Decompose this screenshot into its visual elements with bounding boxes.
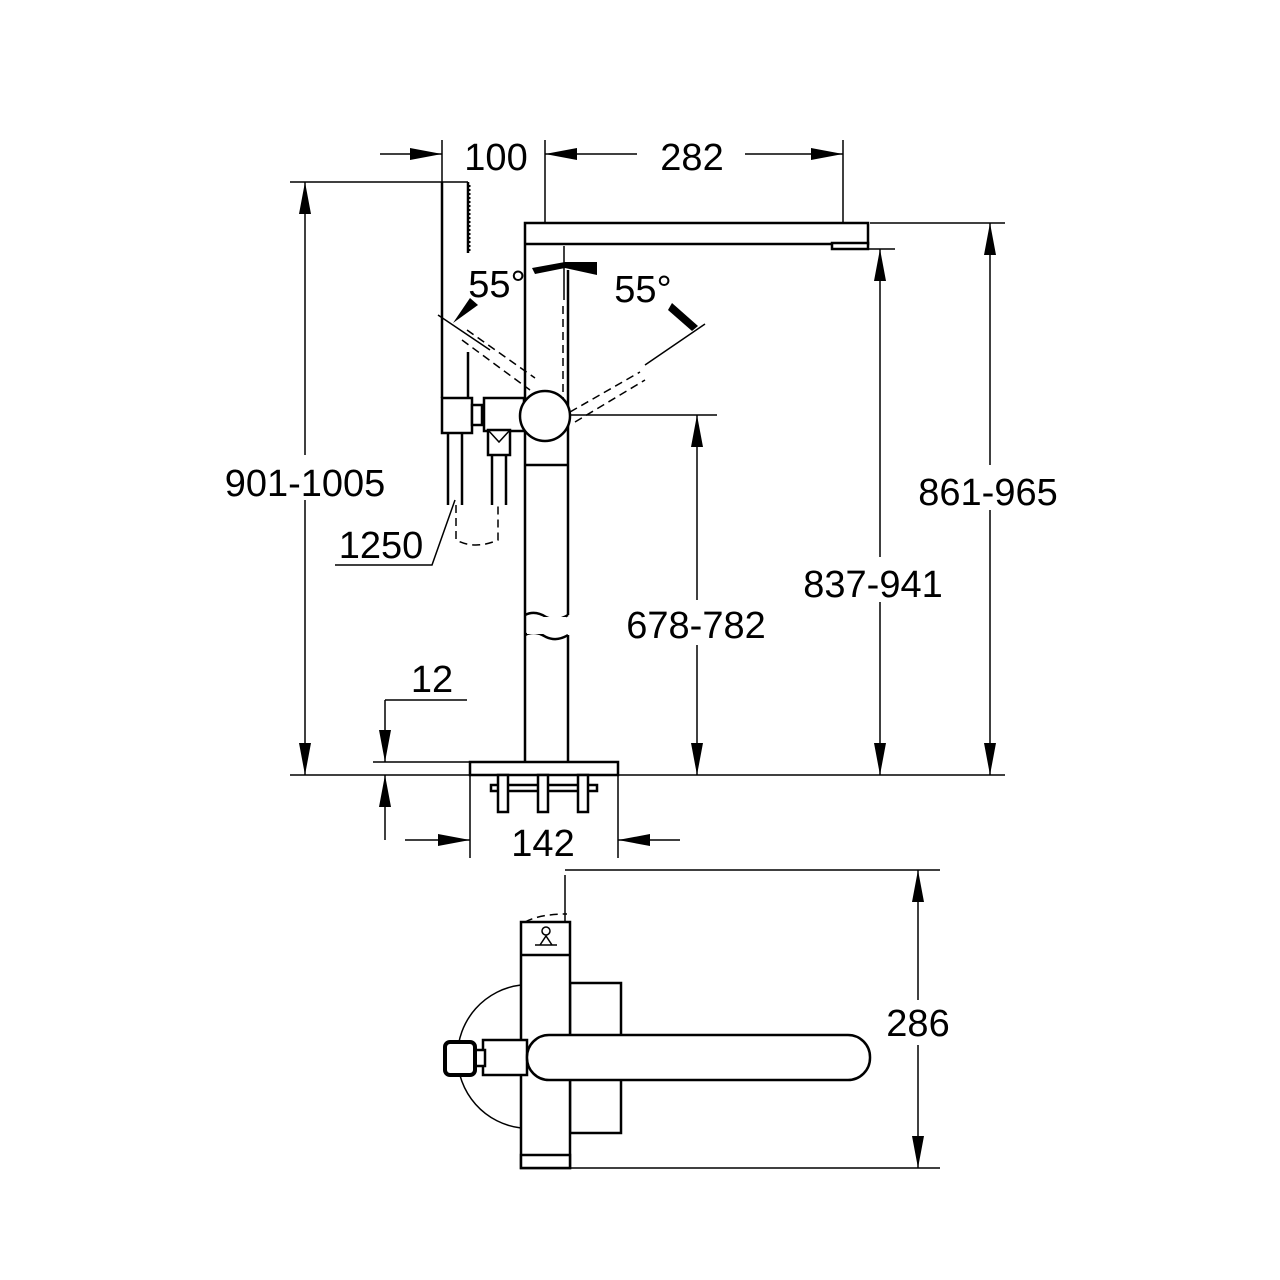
dim-depth: 286 bbox=[565, 869, 958, 1169]
dim-label-286: 286 bbox=[886, 1003, 949, 1045]
dim-spout-top-height: 861-965 bbox=[870, 222, 1070, 775]
dim-label-142: 142 bbox=[511, 823, 574, 865]
side-view: 100 282 901-1005 861-965 bbox=[210, 137, 1070, 865]
dim-spout-projection: 282 bbox=[544, 137, 844, 222]
dim-label-901-1005: 901-1005 bbox=[225, 463, 386, 505]
dim-base-width: 142 bbox=[405, 823, 680, 865]
top-view: 286 bbox=[443, 869, 958, 1170]
lever-handle bbox=[437, 314, 717, 443]
dim-lever-angles: 55° 55° bbox=[453, 262, 698, 331]
dim-label-282: 282 bbox=[660, 137, 723, 179]
dim-lever-height: 678-782 bbox=[613, 415, 778, 775]
dim-hand-shower-offset: 100 bbox=[380, 137, 528, 182]
angle-label-left: 55° bbox=[468, 264, 525, 306]
lever-top bbox=[525, 1033, 872, 1082]
dim-total-height: 901-1005 bbox=[210, 182, 400, 775]
hose-connector-top bbox=[481, 1038, 529, 1077]
dim-label-100: 100 bbox=[464, 137, 527, 179]
hand-shower bbox=[290, 181, 499, 546]
column bbox=[524, 246, 570, 762]
dim-label-678-782: 678-782 bbox=[626, 605, 765, 647]
dim-label-1250: 1250 bbox=[339, 525, 424, 567]
dim-base-thickness: 12 bbox=[379, 659, 467, 840]
dim-hose-length: 1250 bbox=[335, 499, 456, 567]
dim-label-12: 12 bbox=[411, 659, 453, 701]
hose-connector bbox=[482, 396, 526, 505]
angle-label-right: 55° bbox=[614, 269, 671, 311]
hose-nut bbox=[443, 1040, 477, 1077]
dim-label-837-941: 837-941 bbox=[803, 564, 942, 606]
base-plate bbox=[373, 760, 620, 858]
dim-label-861-965: 861-965 bbox=[918, 472, 1057, 514]
dim-spout-outlet-height: 837-941 bbox=[793, 248, 953, 775]
